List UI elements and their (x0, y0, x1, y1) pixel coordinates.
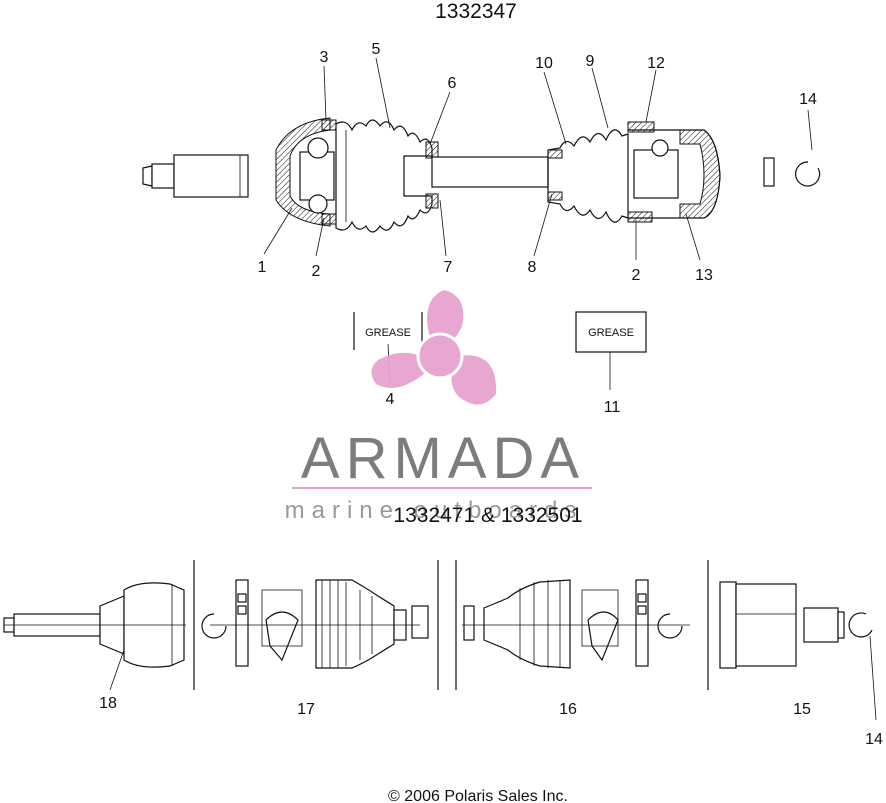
callout-2-left: 2 (312, 263, 321, 280)
top-assembly-title: 1332347 (435, 0, 517, 23)
svg-text:GREASE: GREASE (588, 327, 634, 339)
callout-16: 16 (559, 701, 577, 718)
callout-6: 6 (448, 75, 457, 92)
grease-packet-11: GREASE (575, 311, 647, 353)
callout-9: 9 (586, 53, 595, 70)
callout-12: 12 (647, 55, 665, 72)
svg-text:GREASE: GREASE (365, 327, 411, 339)
outer-cv-joint-18 (3, 582, 186, 668)
callout-8: 8 (528, 259, 537, 276)
callout-13: 13 (695, 267, 713, 284)
inner-boot-kit-16 (462, 579, 690, 669)
bottom-callout-leaders (109, 635, 877, 721)
callout-2-right: 2 (632, 267, 641, 284)
callout-14-top: 14 (799, 91, 817, 108)
top-callout-numbers: 3 5 6 10 9 12 14 1 2 7 8 2 13 4 11 (258, 41, 817, 416)
svg-text:marine outboards: marine outboards (285, 497, 584, 524)
svg-text:ARMADA: ARMADA (301, 426, 585, 491)
armada-watermark: ARMADA marine outboards (285, 290, 592, 524)
callout-1: 1 (258, 259, 267, 276)
propeller-logo-icon (371, 290, 497, 405)
callout-4: 4 (386, 391, 395, 408)
callout-17: 17 (297, 701, 315, 718)
bottom-assembly-title: 1332471 & 1332501 (393, 504, 582, 527)
callout-14-bottom: 14 (865, 731, 883, 748)
top-shaft-assembly (142, 117, 821, 233)
callout-7: 7 (444, 259, 453, 276)
callout-18: 18 (99, 695, 117, 712)
callout-11: 11 (604, 399, 621, 416)
copyright-text: © 2006 Polaris Sales Inc. (388, 788, 568, 803)
bottom-separators (193, 560, 709, 690)
grease-packet-4: GREASE (353, 312, 423, 350)
callout-3: 3 (320, 49, 329, 66)
inner-housing-15 (719, 581, 873, 669)
callout-10: 10 (535, 55, 553, 72)
outer-boot-kit-17 (201, 579, 429, 669)
callout-15: 15 (793, 701, 811, 718)
callout-5: 5 (372, 41, 381, 58)
bottom-callout-numbers: 18 17 16 15 14 (99, 695, 883, 748)
top-callout-leaders (263, 57, 813, 390)
